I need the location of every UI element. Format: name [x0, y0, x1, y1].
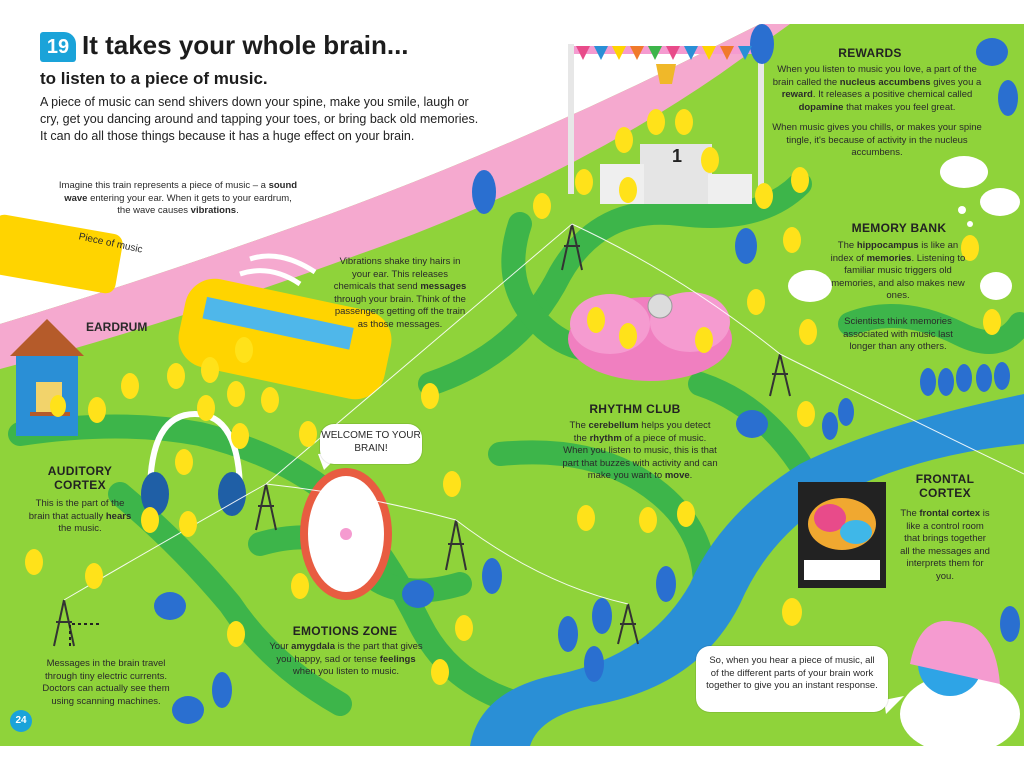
rhythm-club-heading: RHYTHM CLUB	[589, 402, 681, 416]
memory-bank-paragraph-2: Scientists think memories associated wit…	[843, 316, 953, 352]
message-characters	[25, 109, 1001, 685]
emotions-wheel	[300, 468, 392, 600]
memory-bank-text: The hippocampus is like an index of memo…	[830, 240, 966, 303]
rhythm-bold-cerebellum: cerebellum	[588, 420, 639, 431]
scientist	[900, 620, 1020, 746]
pink-rail-band	[0, 24, 790, 369]
memory-bold-memories: memories	[866, 252, 912, 264]
intro-paragraph: A piece of music can send shivers down y…	[40, 95, 479, 143]
frontal-text: The	[900, 508, 920, 519]
section-number: 19	[40, 32, 76, 62]
emotions-text-3: when you listen to music.	[292, 666, 400, 677]
memory-text-2: is like an index of	[830, 240, 959, 264]
rewards-bold-dopamine: dopamine	[798, 101, 844, 113]
vibrations-note-text-2: through your brain. Think of the passeng…	[334, 293, 466, 330]
rewards-bold-reward: reward	[781, 89, 813, 100]
train-note-bold-vibrations: vibrations	[190, 205, 237, 216]
final-speech-bubble: So, when you hear a piece of music, all …	[696, 646, 888, 712]
page-number: 24	[10, 710, 32, 732]
train-note-text-3: .	[236, 205, 239, 216]
dotted-arrow	[69, 623, 100, 646]
headphone-right	[218, 472, 246, 516]
memory-bold-hippocampus: hippocampus	[856, 240, 919, 251]
frontal-cortex-heading: FRONTAL CORTEX	[915, 472, 975, 500]
rhythm-text-2: helps you detect the	[573, 420, 711, 444]
frontal-text-2: is like a control room that brings toget…	[900, 508, 990, 582]
electric-pylons	[53, 223, 791, 647]
rewards-text-4: that makes you feel great.	[843, 101, 956, 113]
rhythm-bold-move: move	[664, 470, 690, 481]
frontal-cortex-text: The frontal cortex is like a control roo…	[900, 508, 990, 583]
illustration-page: 19 It takes your whole brain... to liste…	[0, 24, 1024, 746]
rewards-heading: REWARDS	[838, 46, 902, 60]
vibrations-note-bold-messages: messages	[420, 281, 467, 292]
rhythm-text-3: of a piece of music. When you listen to …	[562, 432, 718, 482]
headphones	[147, 410, 243, 495]
trees	[154, 24, 1020, 724]
auditory-text-2: the music.	[58, 523, 102, 534]
rhythm-bold-rhythm: rhythm	[589, 432, 622, 444]
auditory-cortex-text: This is the part of the brain that actua…	[26, 498, 134, 536]
rewards-text-3: . It releases a positive chemical called	[812, 89, 973, 100]
vibrations-note-text: Vibrations shake tiny hairs in your ear.…	[333, 256, 461, 292]
emotions-zone-text: Your amygdala is the part that gives you…	[266, 641, 426, 679]
electric-wires	[63, 223, 1024, 605]
vibrations-note: Vibrations shake tiny hairs in your ear.…	[332, 256, 468, 331]
train-note-text: Imagine this train represents a piece of…	[58, 180, 269, 191]
emotions-text-2: is the part that gives you happy, sad or…	[276, 641, 423, 665]
rewards-text: When you listen to music you love, a par…	[766, 64, 988, 114]
emotions-text: Your	[269, 641, 292, 652]
messages-note: Messages in the brain travel through tin…	[42, 658, 170, 707]
rewards-text-1: When you listen to music you love, a par…	[772, 64, 977, 88]
podium-number: 1	[672, 146, 683, 166]
memory-text: The	[837, 240, 857, 251]
memory-bank-heading: MEMORY BANK	[851, 221, 947, 235]
rhythm-text: The	[569, 420, 589, 431]
headphone-left	[141, 472, 169, 516]
bunting	[576, 46, 752, 60]
rewards-paragraph-2: When music gives you chills, or makes yo…	[772, 122, 982, 158]
eardrum-label: EARDRUM	[86, 320, 148, 334]
memory-thought-bubbles	[788, 156, 1020, 302]
auditory-bold-hears: hears	[105, 510, 132, 522]
page-title: It takes your whole brain...	[82, 30, 409, 60]
auditory-text: This is the part of the brain that actua…	[28, 498, 125, 522]
brain-map-illustration	[0, 24, 1024, 746]
welcome-bubble: WELCOME TO YOUR BRAIN!	[320, 424, 422, 464]
brain-monitor	[798, 482, 886, 588]
auditory-cortex-heading: AUDITORY CORTEX	[47, 464, 113, 492]
train-note-bold-sound-wave: sound wave	[64, 180, 298, 204]
rewards-podium	[568, 44, 764, 204]
emotions-zone-heading: EMOTIONS ZONE	[292, 624, 398, 638]
train-note-text-2: entering your ear. When it gets to your …	[87, 192, 292, 217]
final-bubble-tail	[884, 696, 904, 714]
emotions-bold-feelings: feelings	[379, 653, 416, 665]
rewards-bold-nucleus-accumbens: nucleus accumbens	[839, 76, 931, 88]
river	[470, 394, 1024, 746]
memory-text-3: . Listening to familiar music triggers o…	[831, 252, 966, 302]
rhythm-club-text: The cerebellum helps you detect the rhyt…	[562, 420, 718, 483]
page-subtitle: to listen to a piece of music.	[40, 69, 268, 88]
rhythm-text-4: .	[689, 470, 693, 481]
rewards-text-2: gives you a	[930, 76, 982, 88]
frontal-bold-frontal-cortex: frontal cortex	[919, 508, 981, 519]
train-note: Imagine this train represents a piece of…	[58, 180, 298, 218]
emotions-bold-amygdala: amygdala	[291, 641, 335, 652]
train	[0, 214, 392, 400]
